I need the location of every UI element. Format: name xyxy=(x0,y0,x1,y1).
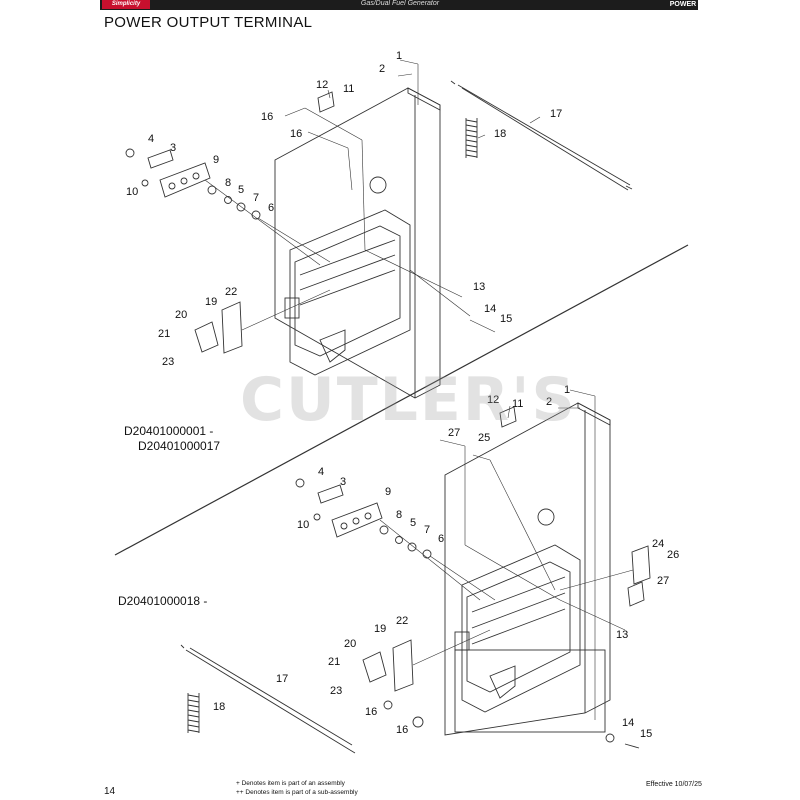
callout: 2 xyxy=(546,396,552,408)
callout: 20 xyxy=(344,638,356,650)
page-title: POWER OUTPUT TERMINAL xyxy=(104,14,313,31)
watermark: CUTLER'S xyxy=(240,365,577,435)
model-range-top-line1: D20401000001 - xyxy=(124,424,214,438)
top-terminal-block xyxy=(159,162,211,198)
header-title: Gas/Dual Fuel Generator xyxy=(360,0,440,7)
callout: 5 xyxy=(238,184,244,196)
callout: 23 xyxy=(162,356,174,368)
callout: 12 xyxy=(316,79,328,91)
callout: 16 xyxy=(396,724,408,736)
callout: 27 xyxy=(448,427,460,439)
top-clip xyxy=(317,91,335,113)
callout: 2 xyxy=(379,63,385,75)
callout: 22 xyxy=(396,615,408,627)
callout: 5 xyxy=(410,517,416,529)
bottom-nut-pair xyxy=(383,700,640,749)
footer-note-assembly: + Denotes item is part of an assembly xyxy=(236,780,345,787)
callout: 6 xyxy=(268,202,274,214)
callout: 26 xyxy=(667,549,679,561)
callout: 22 xyxy=(225,286,237,298)
effective-date: Effective 10/07/25 xyxy=(646,781,702,788)
callout: 15 xyxy=(500,313,512,325)
top-bracket xyxy=(194,301,243,354)
callout: 1 xyxy=(564,384,570,396)
section-divider xyxy=(114,244,689,556)
model-range-top: D20401000001 - D20401000017 xyxy=(124,424,220,454)
callout: 4 xyxy=(318,466,324,478)
bottom-housing xyxy=(444,402,611,736)
callout: 11 xyxy=(343,83,354,95)
footer-notes: + Denotes item is part of an assembly ++… xyxy=(236,779,358,797)
model-range-bottom: D20401000018 - xyxy=(118,594,208,608)
callout: 12 xyxy=(487,394,499,406)
callout: 13 xyxy=(473,281,485,293)
page-number: 14 xyxy=(104,786,116,797)
callout: 14 xyxy=(484,303,496,315)
callout: 27 xyxy=(657,575,669,587)
footer-note-subassembly: ++ Denotes item is part of a sub-assembl… xyxy=(236,789,358,796)
top-spring xyxy=(465,118,478,158)
callout: 7 xyxy=(253,192,259,204)
callout: 19 xyxy=(205,296,217,308)
bottom-relay xyxy=(627,545,651,607)
callout: 18 xyxy=(213,701,225,713)
callout: 21 xyxy=(328,656,340,668)
callouts-bottom: 1 2 12 11 27 25 4 3 9 10 8 5 7 6 24 26 2… xyxy=(213,384,679,740)
top-bolt-assembly xyxy=(125,148,174,187)
callout: 15 xyxy=(640,728,652,740)
top-leader-lines xyxy=(204,59,541,333)
header-bar xyxy=(100,0,698,10)
bottom-bolt-assembly xyxy=(295,478,344,521)
callout: 6 xyxy=(438,533,444,545)
bottom-nuts xyxy=(379,525,432,559)
callout: 23 xyxy=(330,685,342,697)
callout: 25 xyxy=(478,432,490,444)
callout: 3 xyxy=(170,142,176,154)
callout: 14 xyxy=(622,717,634,729)
callout: 4 xyxy=(148,133,154,145)
callout: 8 xyxy=(396,509,402,521)
callout: 16 xyxy=(365,706,377,718)
callout: 24 xyxy=(652,538,664,550)
callout: 3 xyxy=(340,476,346,488)
callout: 10 xyxy=(126,186,138,198)
bottom-leader-lines xyxy=(379,389,634,720)
callout: 16 xyxy=(261,111,273,123)
callout: 11 xyxy=(512,398,523,410)
callout: 19 xyxy=(374,623,386,635)
callout: 9 xyxy=(385,486,391,498)
bottom-bracket xyxy=(362,639,414,692)
callout: 17 xyxy=(550,108,562,120)
callout: 13 xyxy=(616,629,628,641)
callout: 18 xyxy=(494,128,506,140)
top-housing xyxy=(274,87,441,399)
callout: 20 xyxy=(175,309,187,321)
callout: 21 xyxy=(158,328,170,340)
brand-logo: Simplicity xyxy=(102,0,150,9)
bottom-harness xyxy=(180,644,356,754)
power-logo: POWER xyxy=(669,1,697,8)
callout: 9 xyxy=(213,154,219,166)
model-range-top-line2: D20401000017 xyxy=(138,439,221,453)
callout: 1 xyxy=(396,50,402,62)
bottom-spring xyxy=(187,693,200,733)
top-harness xyxy=(450,80,633,191)
callout: 8 xyxy=(225,177,231,189)
callouts-top: 1 2 12 11 16 16 4 3 9 10 8 5 7 6 17 18 2… xyxy=(126,50,562,368)
callout: 10 xyxy=(297,519,309,531)
callout: 7 xyxy=(424,524,430,536)
bottom-terminal-block xyxy=(331,502,383,538)
callout: 17 xyxy=(276,673,288,685)
callout: 16 xyxy=(290,128,302,140)
